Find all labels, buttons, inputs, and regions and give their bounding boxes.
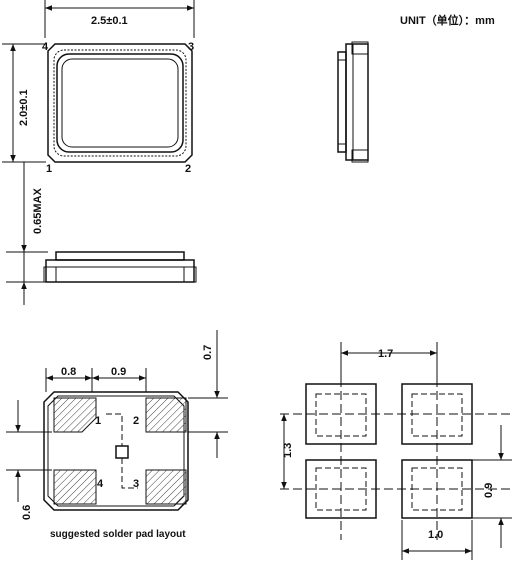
pad-h-dimension: 0.9	[483, 483, 495, 498]
pin-1-label: 1	[46, 163, 52, 175]
pad-label-4: 4	[97, 478, 104, 490]
pad-grid-view: 1.7 1.3 0.9 1.0	[280, 342, 514, 560]
pad-layout-view: 0.8 0.9 1 2 3 4 0.7 0.6 suggested solder…	[6, 330, 228, 540]
pad-width-dimension: 0.8	[61, 366, 76, 378]
pin-4-label: 4	[42, 41, 49, 53]
pin-2-label: 2	[185, 163, 191, 175]
unit-label: UNIT（单位）：mm	[400, 13, 495, 27]
side-view-right	[337, 41, 369, 163]
pitch-x-dimension: 1.7	[378, 348, 393, 360]
pad-1	[53, 397, 97, 433]
pad-label-3: 3	[133, 478, 139, 490]
pad-3	[145, 469, 187, 505]
width-dimension: 2.0±0.1	[18, 89, 30, 126]
crystal-element	[115, 445, 129, 459]
top-view: 2.5±0.1 4 3 1 2 2.0±0.1 0.65MAX	[2, 0, 195, 305]
height-dimension: 0.65MAX	[32, 187, 44, 234]
pad-w-dimension: 1.0	[428, 529, 443, 541]
pad-gap-dimension: 0.9	[111, 366, 126, 378]
pin-3-label: 3	[188, 41, 194, 53]
length-dimension: 2.5±0.1	[91, 15, 128, 27]
pad-2	[145, 397, 187, 433]
pad-label-1: 1	[95, 415, 101, 427]
pad-label-2: 2	[133, 415, 139, 427]
pad-4	[53, 469, 97, 505]
pad-height-dimension: 0.7	[202, 345, 214, 360]
pad-vgap-dimension: 0.6	[21, 505, 33, 520]
side-view-bottom	[43, 251, 197, 283]
pad-layout-caption: suggested solder pad layout	[50, 529, 186, 540]
pitch-y-dimension: 1.3	[282, 443, 294, 458]
